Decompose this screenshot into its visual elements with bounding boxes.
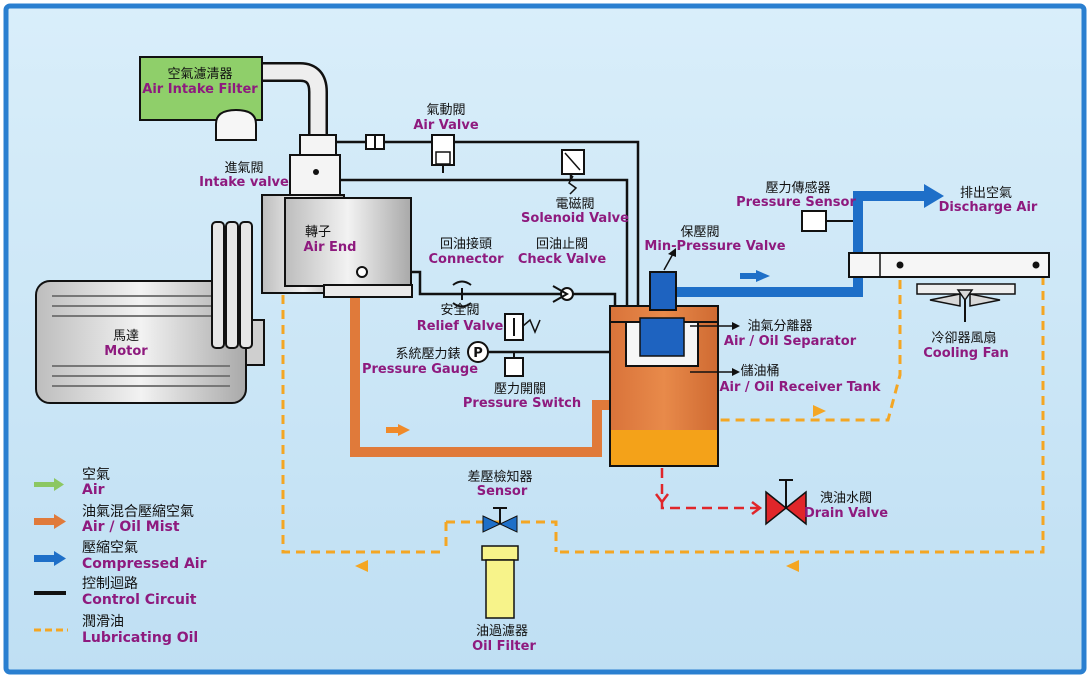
motor[interactable] [35,280,265,404]
air-intake-filter-en: Air Intake Filter [142,82,258,97]
solenoid-valve-zh: 電磁閥 [555,197,594,212]
pressure-gauge[interactable]: P [467,341,489,363]
sensor-en: Sensor [477,484,528,499]
connector-zh: 回油接頭 [440,236,492,252]
intake-valve-en: Intake valve [199,175,289,190]
svg-text:Air / Oil Mist: Air / Oil Mist [82,519,180,535]
oil-filter[interactable] [481,545,519,619]
receiver-tank-en: Air / Oil Receiver Tank [719,380,880,395]
pressure-switch-zh: 壓力開關 [494,382,546,397]
return-oil-connector[interactable] [452,280,472,308]
air-valve[interactable] [431,134,455,173]
pressure-switch[interactable] [504,352,524,377]
compressed-air-lines [676,191,928,297]
oil-flow-arrows [355,405,826,572]
svg-text:Compressed Air: Compressed Air [82,556,207,572]
air-end[interactable] [261,194,413,298]
svg-text:Air: Air [82,482,105,498]
discharge-air-en: Discharge Air [939,200,1038,215]
air-end-en: Air End [304,240,357,255]
air-oil-receiver-tank[interactable] [609,305,719,467]
min-pressure-valve-en: Min-Pressure Valve [644,239,785,254]
pressure-sensor-en: Pressure Sensor [736,195,856,210]
svg-text:Control Circuit: Control Circuit [82,592,197,608]
pressure-switch-en: Pressure Switch [463,396,581,411]
motor-en: Motor [104,344,148,359]
drain-valve-en: Drain Valve [804,506,888,521]
min-pressure-valve[interactable] [649,271,677,311]
sensor-zh: 差壓檢知器 [467,469,532,485]
solenoid-valve[interactable] [561,149,585,195]
relief-valve[interactable] [504,313,541,341]
check-valve[interactable] [552,285,574,303]
drain-valve-zh: 洩油水閥 [820,491,872,506]
legend-item-air-oil-mist: 油氣混合壓縮空氣 Air / Oil Mist [34,504,194,535]
mist-flow-arrow [398,424,410,436]
connector-en: Connector [428,252,504,267]
air-valve-en: Air Valve [413,118,479,133]
svg-text:油氣混合壓縮空氣: 油氣混合壓縮空氣 [82,504,194,520]
drive-pulleys [211,221,253,349]
pressure-sensor[interactable] [801,210,853,232]
drain-line [660,468,760,510]
oil-cooler[interactable] [848,252,1050,278]
air-intake-filter-zh: 空氣濾清器 [167,67,232,82]
svg-text:壓縮空氣: 壓縮空氣 [82,540,138,556]
svg-text:Lubricating Oil: Lubricating Oil [82,630,198,646]
drain-valve[interactable] [765,479,807,526]
legend-item-control-circuit: 控制迴路 Control Circuit [34,576,197,608]
pressure-gauge-zh: 系統壓力錶 [395,347,460,362]
cooling-fan-en: Cooling Fan [923,346,1009,361]
oil-filter-en: Oil Filter [472,639,536,654]
separator-en: Air / Oil Separator [724,334,857,349]
svg-text:空氣: 空氣 [82,467,110,483]
solenoid-valve-en: Solenoid Valve [521,211,629,226]
discharge-arrow-head [924,184,944,208]
diagram-background [3,3,1087,675]
intake-valve-zh: 進氣閥 [224,161,263,176]
pressure-sensor-zh: 壓力傳感器 [765,180,830,196]
motor-zh: 馬達 [113,329,139,344]
compressed-flow-arrow [756,270,770,282]
control-fitting [365,134,385,150]
air-valve-zh: 氣動閥 [426,103,465,118]
intake-valve[interactable] [289,134,341,196]
legend-item-lubricating-oil: 潤滑油 Lubricating Oil [34,613,198,646]
discharge-air-zh: 排出空氣 [960,186,1012,201]
pressure-gauge-en: Pressure Gauge [362,362,478,377]
cooling-fan-zh: 冷卻器風扇 [931,330,996,346]
svg-text:潤滑油: 潤滑油 [82,613,124,630]
separator-zh: 油氣分離器 [747,319,812,334]
receiver-tank-zh: 儲油桶 [740,364,779,379]
air-oil-mist-lines [350,290,610,457]
differential-pressure-sensor[interactable] [482,507,518,533]
relief-valve-en: Relief Valve [417,319,504,334]
cooling-fan[interactable] [916,283,1016,322]
svg-text:控制迴路: 控制迴路 [82,576,138,592]
air-end-zh: 轉子 [305,225,331,240]
legend-item-compressed-air: 壓縮空氣 Compressed Air [34,540,207,572]
min-pressure-valve-zh: 保壓閥 [680,225,719,240]
check-valve-zh: 回油止閥 [536,237,588,252]
air-intake-filter[interactable] [139,56,263,141]
air-oil-separator[interactable] [639,317,685,357]
legend: 空氣 Air 油氣混合壓縮空氣 Air / Oil Mist 壓縮空氣 Comp… [34,467,207,646]
pressure-gauge-symbol: P [473,346,483,361]
check-valve-en: Check Valve [518,252,607,267]
relief-valve-zh: 安全閥 [440,302,479,318]
legend-item-air: 空氣 Air [34,467,110,498]
oil-filter-zh: 油過濾器 [476,624,528,639]
